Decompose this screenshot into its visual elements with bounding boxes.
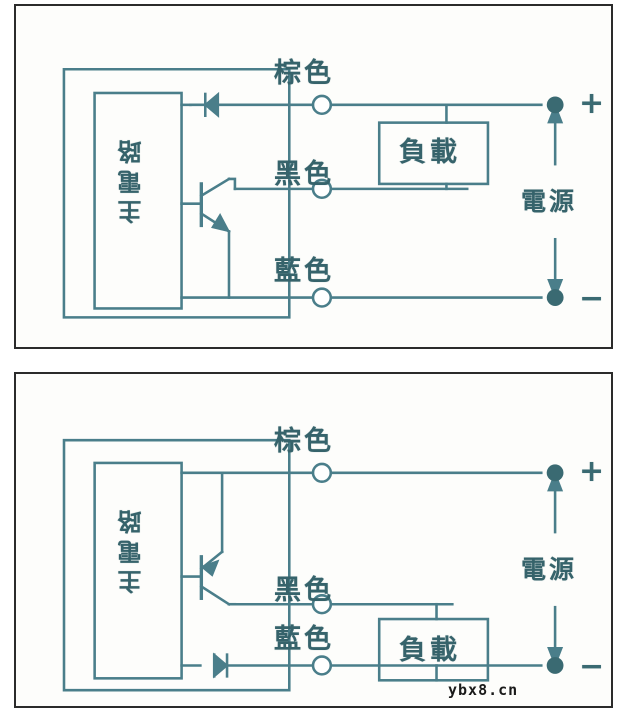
npn-black-wire-label: 黑色 — [274, 159, 334, 190]
npn-transistor-icon — [180, 177, 237, 299]
pnp-load-label: 負載 — [399, 635, 461, 666]
pnp-brown-wire-label: 棕色 — [274, 426, 334, 457]
npn-supply-arrows — [547, 102, 564, 300]
pnp-load-box — [377, 617, 490, 682]
npn-load-box — [377, 121, 490, 186]
pnp-black-terminal-circle — [311, 594, 333, 615]
pnp-negative-node — [546, 657, 564, 674]
pnp-supply-nodes — [546, 464, 564, 674]
pnp-wire-terminals — [311, 462, 333, 676]
npn-positive-node — [546, 96, 564, 114]
pnp-plus-sign: + — [579, 454, 605, 489]
pnp-diagram-panel: 主電路 棕色 黑色 藍色 負載 電源 + − ybx8.cn — [14, 372, 613, 708]
npn-main-circuit-label: 主電路 — [118, 134, 146, 224]
npn-wire-terminals — [311, 94, 333, 308]
npn-blue-terminal-circle — [311, 287, 333, 308]
pnp-outer-enclosure — [62, 438, 291, 692]
pnp-main-circuit-label: 主電路 — [118, 504, 146, 594]
npn-blue-wire-label: 藍色 — [274, 256, 334, 287]
npn-supply-nodes — [546, 96, 564, 306]
pnp-minus-sign: − — [579, 649, 605, 684]
pnp-blue-terminal-circle — [311, 655, 333, 676]
npn-outer-enclosure — [62, 67, 291, 319]
pnp-supply-label: 電源 — [521, 555, 578, 584]
npn-brown-wire-label: 棕色 — [274, 58, 334, 89]
site-watermark: ybx8.cn — [448, 681, 519, 699]
pnp-schematic-svg — [62, 438, 564, 692]
pnp-supply-arrows — [547, 470, 564, 668]
npn-brown-terminal-circle — [311, 94, 333, 116]
pnp-brown-terminal-circle — [311, 462, 333, 483]
pnp-diode-icon — [212, 652, 229, 679]
npn-negative-node — [546, 289, 564, 306]
pnp-transistor-icon — [180, 471, 237, 607]
npn-diagram-panel: 主電路 棕色 黑色 藍色 負載 電源 + − — [14, 4, 613, 349]
npn-black-terminal-circle — [311, 178, 333, 200]
pnp-blue-wire-label: 藍色 — [274, 624, 334, 655]
npn-minus-sign: − — [579, 281, 605, 316]
pnp-black-wire-label: 黑色 — [274, 575, 334, 606]
npn-supply-label: 電源 — [521, 187, 578, 216]
pnp-main-circuit-box — [93, 461, 183, 680]
pnp-positive-node — [546, 464, 564, 482]
npn-plus-sign: + — [579, 86, 605, 121]
npn-diode-icon — [203, 91, 220, 118]
npn-load-label: 負載 — [399, 137, 461, 168]
npn-schematic-svg — [62, 67, 564, 319]
npn-main-circuit-box — [93, 91, 183, 310]
